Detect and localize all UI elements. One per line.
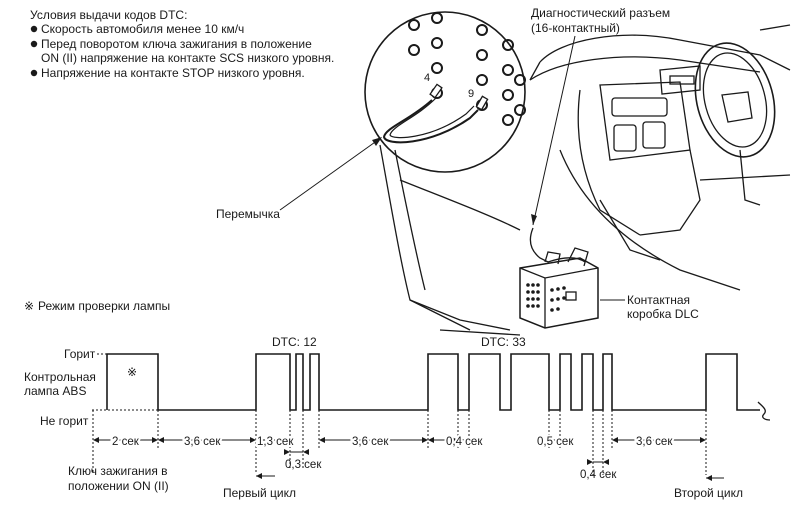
duration-0-4s-b: 0,4 сек <box>580 469 617 481</box>
arrowhead <box>256 473 262 479</box>
bullet <box>30 25 38 33</box>
bullet <box>30 40 38 48</box>
duration-arrowheads <box>93 437 706 465</box>
duration-1-3s: 1,3 сек <box>257 436 294 448</box>
junction-box-label: Контактная <box>627 293 690 307</box>
duration-3-6s-b: 3,6 сек <box>352 436 389 448</box>
ignition-label: Ключ зажигания в <box>68 464 168 478</box>
lamp-check-marker: ※ <box>127 365 137 379</box>
arrowhead <box>706 475 712 481</box>
junction-box-label-2: коробка DLC <box>627 307 699 321</box>
jumper-label: Перемычка <box>216 207 280 221</box>
duration-2s: 2 сек <box>112 436 140 448</box>
dlc-leader-line <box>532 35 576 226</box>
break-mark <box>757 401 771 421</box>
duration-3-6s-c: 3,6 сек <box>636 436 673 448</box>
junction-box-pins <box>526 283 566 312</box>
arrowhead <box>372 137 382 146</box>
jumper-wire <box>382 83 489 144</box>
condition-scs-1: Перед поворотом ключа зажигания в положе… <box>41 37 312 51</box>
duration-0-5s: 0,5 сек <box>537 436 574 448</box>
duration-0-4s-a: 0,4 сек <box>446 436 483 448</box>
dlc-connector-pins-label: (16-контактный) <box>531 21 620 35</box>
condition-speed: Скорость автомобиля менее 10 км/ч <box>41 22 244 36</box>
duration-3-6s-a: 3,6 сек <box>184 436 221 448</box>
abs-lamp-waveform <box>106 353 760 411</box>
lamp-check-symbol: ※ <box>24 299 34 313</box>
lamp-check-label: Режим проверки лампы <box>38 299 170 313</box>
condition-stop: Напряжение на контакте STOP низкого уров… <box>41 66 305 80</box>
connector-magnifier: 4 9 <box>364 11 526 173</box>
dlc-harness <box>547 257 586 263</box>
duration-0-3s: 0,3 сек <box>285 459 322 471</box>
lamp-off-label: Не горит <box>40 414 89 428</box>
dtc-12-label: DTC: 12 <box>272 335 317 349</box>
pin-9-label: 9 <box>468 88 474 100</box>
lamp-on-label: Горит <box>64 347 96 361</box>
dtc-33-label: DTC: 33 <box>481 335 526 349</box>
junction-box <box>519 247 599 329</box>
duration-arrows <box>96 439 703 463</box>
connector-pins <box>408 12 526 126</box>
dashboard-illustration <box>379 24 791 336</box>
first-cycle-label: Первый цикл <box>223 486 296 500</box>
bullet <box>30 69 38 77</box>
ignition-label-2: положении ON (II) <box>68 479 169 493</box>
dlc-harness <box>529 227 549 263</box>
jumper-leader-line <box>279 139 379 211</box>
pin-4-label: 4 <box>424 72 430 84</box>
lamp-name-label: Контрольная <box>24 370 96 384</box>
conditions-title: Условия выдачи кодов DTC: <box>30 8 187 22</box>
lamp-name-label-2: лампа ABS <box>24 384 86 398</box>
arrowhead <box>531 214 537 225</box>
second-cycle-label: Второй цикл <box>674 486 743 500</box>
dlc-connector-label: Диагностический разъем <box>531 6 670 20</box>
condition-scs-2: ON (II) напряжение на контакте SCS низко… <box>41 51 334 65</box>
